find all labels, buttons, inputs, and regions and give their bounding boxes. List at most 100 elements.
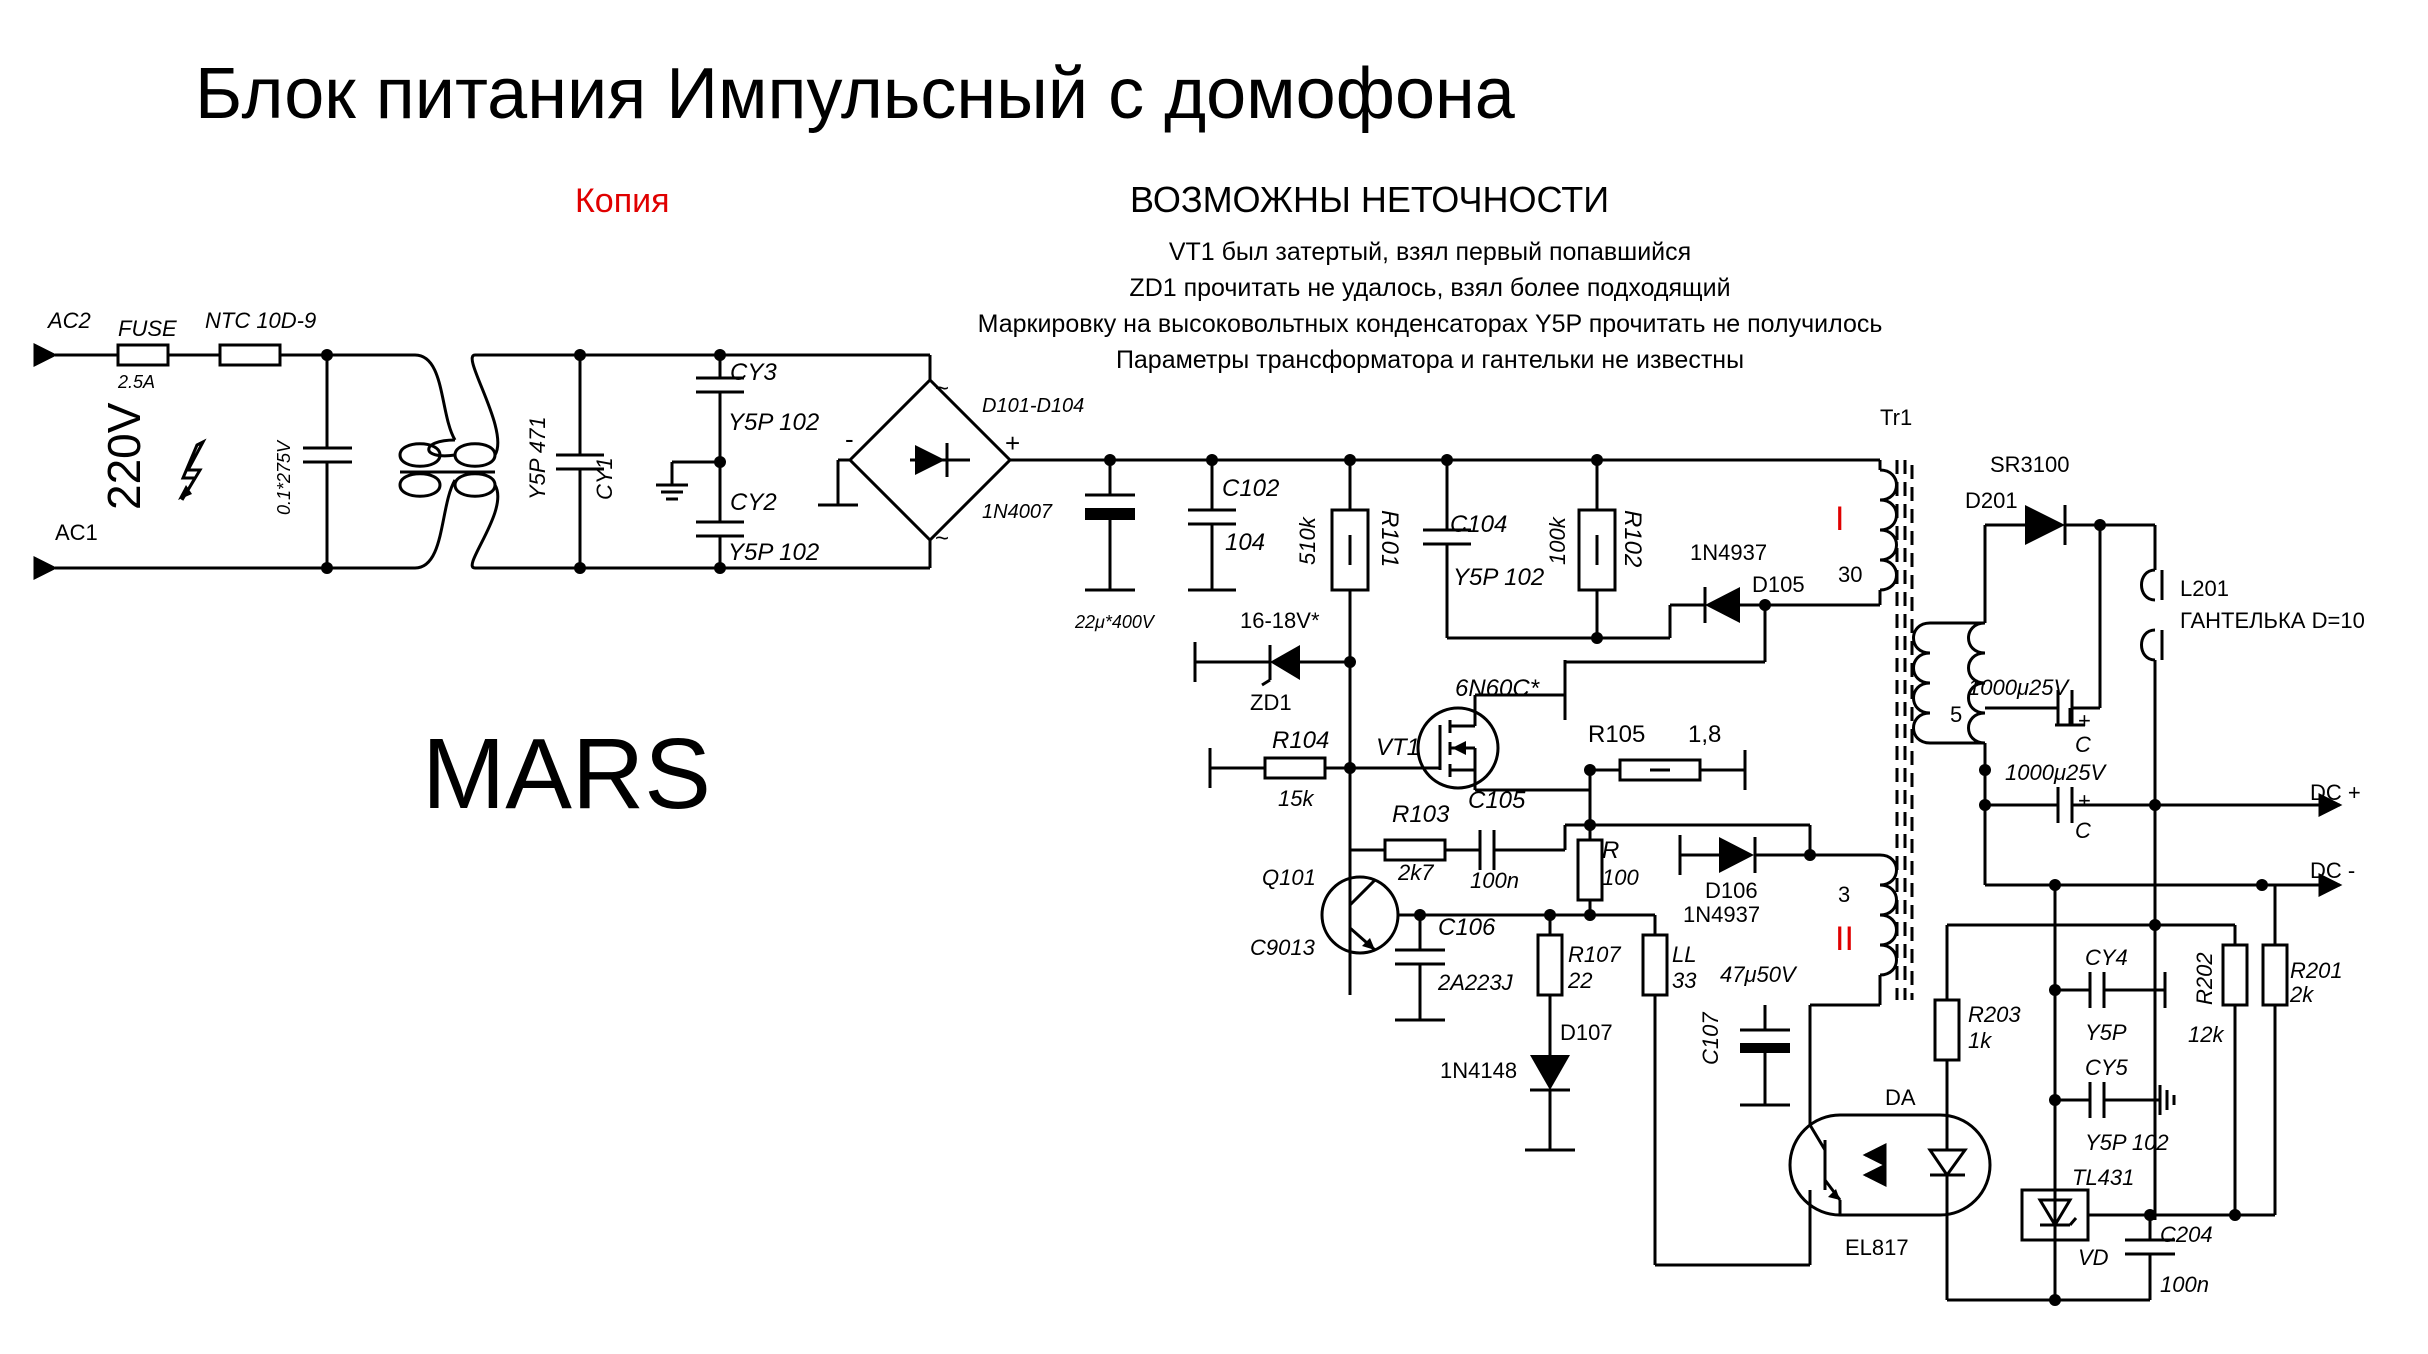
label-r203: R203 xyxy=(1968,1002,2021,1027)
label-d106-part: 1N4937 xyxy=(1683,902,1760,927)
label-c-out2: C xyxy=(2075,818,2091,843)
label-cy5: CY5 xyxy=(2085,1055,2129,1080)
label-c107: C107 xyxy=(1698,1012,1723,1065)
label-c-out1: C xyxy=(2075,732,2091,757)
brand-label: MARS xyxy=(422,718,711,830)
label-cy3: CY3 xyxy=(730,359,777,386)
label-c104: C104 xyxy=(1450,511,1507,538)
label-c204: C204 xyxy=(2160,1222,2213,1247)
label-cy1: CY1 xyxy=(592,457,617,500)
label-sr: SR3100 xyxy=(1990,452,2070,477)
label-vt1: VT1 xyxy=(1376,734,1420,761)
label-r203-val: 1k xyxy=(1968,1028,1992,1053)
label-c104-val: Y5P 102 xyxy=(1453,564,1544,591)
label-r103-val: 2k7 xyxy=(1397,860,1434,885)
label-cap-y471: Y5P 471 xyxy=(525,416,550,500)
label-r101: R101 xyxy=(1376,510,1403,567)
label-cap-x: 0.1*275V xyxy=(274,439,294,515)
label-c107-val: 47μ50V xyxy=(1720,962,1798,987)
label-zd1: ZD1 xyxy=(1250,690,1292,715)
label-winding3-turns: 5 xyxy=(1950,702,1962,727)
label-r105-val: 1,8 xyxy=(1688,721,1721,748)
label-ac2: AC2 xyxy=(46,308,91,333)
label-l201: L201 xyxy=(2180,576,2229,601)
label-c204-val: 100n xyxy=(2160,1272,2209,1297)
label-winding1-turns: 30 xyxy=(1838,562,1862,587)
note-1: VT1 был затертый, взял первый попавшийся xyxy=(1169,238,1691,266)
label-q101-part: C9013 xyxy=(1250,935,1316,960)
label-c106-val: 2A223J xyxy=(1437,970,1514,995)
label-c-out2-plus: + xyxy=(2078,788,2091,813)
label-tilde-bottom: ~ xyxy=(935,525,949,552)
label-fuse: FUSE xyxy=(118,316,177,341)
secondary-section xyxy=(1933,505,2343,1306)
label-c-bulk: 22μ*400V xyxy=(1074,612,1156,632)
label-cy5-val: Y5P 102 xyxy=(2085,1130,2169,1155)
label-el817: EL817 xyxy=(1845,1235,1909,1260)
label-cy3-val: Y5P 102 xyxy=(728,409,819,436)
label-c105-val: 100n xyxy=(1470,868,1519,893)
page-title: Блок питания Импульсный с домофона xyxy=(195,54,1516,134)
label-c102-val: 104 xyxy=(1225,529,1265,556)
label-d105-part: 1N4937 xyxy=(1690,540,1767,565)
label-r-fb: R xyxy=(1602,837,1619,864)
label-bridge-part: 1N4007 xyxy=(982,501,1053,523)
label-c102: C102 xyxy=(1222,475,1279,502)
label-ac1: AC1 xyxy=(55,520,98,545)
label-r104-val: 15k xyxy=(1278,786,1314,811)
label-d107-part: 1N4148 xyxy=(1440,1058,1517,1083)
label-zd1-val: 16-18V* xyxy=(1240,608,1320,633)
input-section xyxy=(33,343,930,580)
label-ll: LL xyxy=(1672,942,1696,967)
label-bridge: D101-D104 xyxy=(982,395,1084,417)
label-ntc: NTC 10D-9 xyxy=(205,308,316,333)
label-voltage: 220V xyxy=(98,402,150,510)
label-r201-val: 2k xyxy=(2289,982,2314,1007)
label-vd: VD xyxy=(2078,1245,2109,1270)
label-ll-val: 33 xyxy=(1672,968,1697,993)
note-4: Параметры трансформатора и гантельки не … xyxy=(1116,346,1744,374)
label-cy2-val: Y5P 102 xyxy=(728,539,819,566)
diode-bridge xyxy=(818,355,1370,568)
label-bridge-plus: + xyxy=(1005,428,1020,458)
copy-label: Копия xyxy=(575,182,670,220)
note-3: Маркировку на высоковольтных конденсатор… xyxy=(978,310,1883,338)
label-d106: D106 xyxy=(1705,878,1758,903)
label-r104: R104 xyxy=(1272,727,1329,754)
label-c-out1-plus: + xyxy=(2078,708,2091,733)
label-q101: Q101 xyxy=(1262,865,1316,890)
label-c105: C105 xyxy=(1468,787,1526,814)
label-winding1: I xyxy=(1835,500,1844,538)
label-winding2-turns: 3 xyxy=(1838,882,1850,907)
label-dc-minus: DC - xyxy=(2310,858,2355,883)
label-r103: R103 xyxy=(1392,801,1450,828)
label-cy2: CY2 xyxy=(730,489,777,516)
label-da: DA xyxy=(1885,1085,1916,1110)
label-vt1-part: 6N60C* xyxy=(1455,675,1540,702)
optocoupler xyxy=(1788,1110,1992,1217)
label-c-out1-val: 1000μ25V xyxy=(1968,675,2070,700)
label-tr1: Tr1 xyxy=(1880,405,1912,430)
note-2: ZD1 прочитать не удалось, взял более под… xyxy=(1129,274,1730,302)
label-tilde-top: ~ xyxy=(935,375,949,402)
label-bridge-minus: - xyxy=(845,424,854,454)
warning-title: ВОЗМОЖНЫ НЕТОЧНОСТИ xyxy=(1130,179,1609,220)
label-winding2: II xyxy=(1835,920,1854,958)
component-labels: AC2 AC1 FUSE 2.5A NTC 10D-9 220V 0.1*275… xyxy=(46,308,2365,1297)
control-section xyxy=(1193,642,1816,1267)
label-c106: C106 xyxy=(1438,914,1496,941)
label-cy4: CY4 xyxy=(2085,945,2128,970)
label-r-fb-val: 100 xyxy=(1602,865,1639,890)
label-cy4-val: Y5P xyxy=(2085,1020,2127,1045)
label-r105: R105 xyxy=(1588,721,1645,748)
label-r102-val: 100k xyxy=(1545,516,1570,565)
label-d105: D105 xyxy=(1752,572,1805,597)
label-dc-plus: DC + xyxy=(2310,780,2361,805)
label-r201: R201 xyxy=(2290,958,2343,983)
label-c-out2-val: 1000μ25V xyxy=(2005,760,2107,785)
label-l201-desc: ГАНТЕЛЬКА D=10 xyxy=(2180,608,2365,633)
label-r107-val: 22 xyxy=(1567,968,1592,993)
label-d107: D107 xyxy=(1560,1020,1613,1045)
transformer xyxy=(1810,460,1985,1007)
